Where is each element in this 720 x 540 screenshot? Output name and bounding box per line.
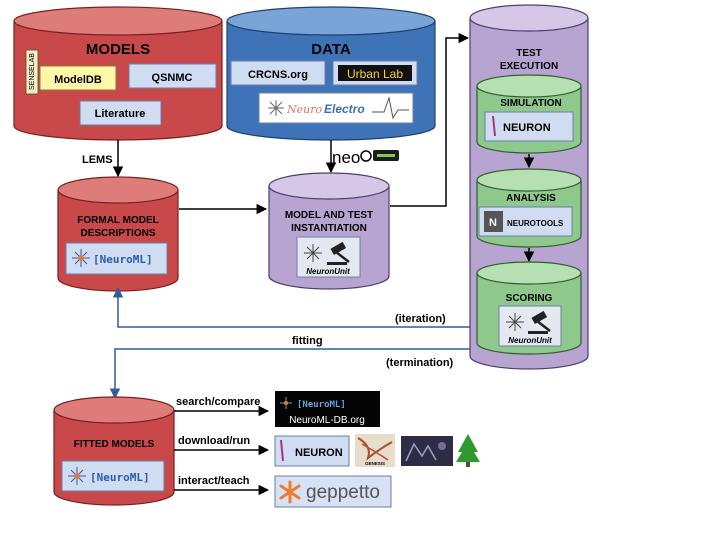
termination-arrow [109,348,470,400]
neuron-pipette-icon [280,439,284,462]
neuron-icon [304,244,322,262]
neuron-label-download: NEURON [295,447,343,459]
neuromldb-logo[interactable]: [NeuroML] NeuroML-DB.org [275,391,380,427]
neuroelectro-text-a: Neuro [286,103,322,116]
modeldb-logo: SENSELAB ModelDB [25,49,117,95]
neuron-icon [72,249,90,267]
genesis-logo[interactable]: GENESIS [355,434,395,467]
neuron-icon [506,313,524,331]
geppetto-logo[interactable]: geppetto [274,475,392,508]
literature-box: Literature [79,100,162,126]
instantiation-title-line1: MODEL AND TEST [285,210,373,221]
data-title: DATA [311,41,351,58]
neuronunit-text-instantiation: NeuronUnit [306,267,350,276]
termination-label: (termination) [386,357,454,369]
fitting-label: fitting [292,335,323,347]
fitted-title: FITTED MODELS [74,439,155,450]
neurotools-logo: N NEUROTOOLS [478,206,573,237]
neuron-logo-simulation: NEURON [484,111,574,142]
models-title: MODELS [86,41,150,58]
iteration-arrow [112,286,470,328]
instantiation-title-line2: INSTANTIATION [291,223,367,234]
crcns-box: CRCNS.org [230,60,326,86]
neo-label: neo [332,148,360,167]
neuronunit-text-scoring: NeuronUnit [508,336,552,345]
qsnmc-label: QSNMC [152,72,193,84]
neuron-icon [68,467,86,485]
moose-dot-icon [438,442,446,450]
moose-shape-icon [405,442,437,462]
urban-lab-label: Urban Lab [347,67,403,81]
neuron-sketch-icon [268,100,284,116]
geppetto-label: geppetto [306,482,380,503]
formal-title-line1: FORMAL MODEL [77,215,158,226]
scoring-title: SCORING [506,293,553,304]
search-label: search/compare [176,396,260,408]
neurotools-icon [484,211,503,232]
crcns-label: CRCNS.org [248,69,308,81]
neo-logo: neo [332,148,399,167]
modeldb-side-label: SENSELAB [29,53,36,90]
literature-label: Literature [95,108,146,120]
instantiation-to-execution-arrow [390,32,470,207]
gavel-icon [528,310,551,334]
formal-title-line2: DESCRIPTIONS [80,228,155,239]
analysis-title: ANALYSIS [506,193,556,204]
neuromldb-url: NeuroML-DB.org [289,415,365,426]
neuroelectro-logo: Neuro Electro [258,92,414,124]
moose-logo[interactable] [401,436,453,466]
simulation-title: SIMULATION [500,98,561,109]
svg-text:N: N [489,217,497,229]
spike-trace-icon [372,96,409,120]
genesis-neuron-icon [357,437,393,461]
pine-tree-icon[interactable] [456,434,480,467]
qsnmc-box: QSNMC [128,63,217,89]
neuron-logo-download[interactable]: NEURON [274,435,350,467]
execution-title-line1: TEST [516,48,542,59]
asterisk-icon [279,480,301,504]
lems-label: LEMS [82,154,113,166]
neurotools-label: NEUROTOOLS [507,219,564,228]
neuronunit-logo-scoring: NeuronUnit [498,305,562,347]
neuron-label-simulation: NEURON [503,122,551,134]
neuron-pipette-icon [492,115,496,137]
neuronunit-logo-instantiation: NeuronUnit [296,236,361,278]
genesis-label: GENESIS [365,461,385,466]
neuroml-text-fitted: [NeuroML] [90,471,150,484]
execution-title-line2: EXECUTION [500,61,558,72]
neuron-icon [280,397,292,409]
neuroml-text-formal: [NeuroML] [93,253,153,266]
neuroml-logo-formal: [NeuroML] [65,242,168,275]
urban-lab-logo: Urban Lab [332,60,418,86]
interact-label: interact/teach [178,475,250,487]
gavel-icon [327,241,350,265]
neo-circle-icon [360,150,372,162]
neuroml-logo-fitted: [NeuroML] [61,460,165,492]
download-label: download/run [178,435,250,447]
models-cylinder [13,6,223,141]
modeldb-label: ModelDB [54,74,102,86]
neuroelectro-text-b: Electro [324,102,365,116]
iteration-label: (iteration) [395,313,446,325]
neuromldb-logo-text: [NeuroML] [297,400,346,410]
